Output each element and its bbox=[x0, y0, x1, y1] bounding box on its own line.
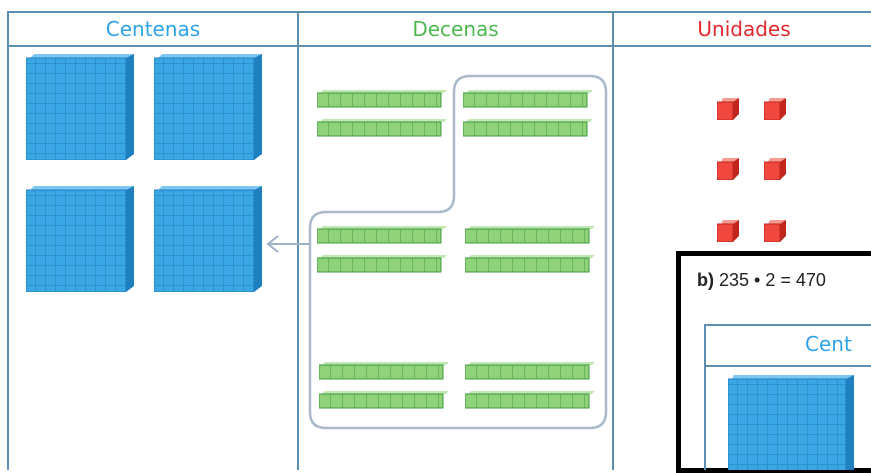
unit-cube bbox=[717, 220, 739, 242]
unit-cube bbox=[764, 220, 786, 242]
hundred-block bbox=[728, 375, 854, 470]
hundred-block bbox=[154, 186, 262, 292]
unit-cube bbox=[717, 98, 739, 120]
ten-rod bbox=[463, 90, 593, 108]
header-unidades: Unidades bbox=[697, 17, 791, 41]
regroup-outline bbox=[308, 74, 608, 430]
unit-cube bbox=[717, 158, 739, 180]
ten-rod bbox=[317, 119, 447, 137]
hundred-block bbox=[154, 54, 262, 160]
ten-rod bbox=[317, 255, 447, 273]
unit-cube bbox=[764, 158, 786, 180]
ten-rod bbox=[317, 90, 447, 108]
problem-letter: b) bbox=[697, 270, 714, 290]
ten-rod bbox=[465, 226, 595, 244]
problem-equation: b) 235 • 2 = 470 bbox=[697, 270, 826, 291]
ten-rod bbox=[465, 362, 595, 380]
ten-rod bbox=[465, 255, 595, 273]
ten-rod bbox=[317, 226, 447, 244]
inner-header-centenas: Cent bbox=[805, 332, 852, 356]
inner-table-outline bbox=[704, 324, 871, 470]
unit-cube bbox=[764, 98, 786, 120]
hundred-block bbox=[26, 186, 134, 292]
ten-rod bbox=[319, 362, 449, 380]
ten-rod bbox=[319, 391, 449, 409]
problem-text: 235 • 2 = 470 bbox=[719, 270, 826, 290]
ten-rod bbox=[465, 391, 595, 409]
hundred-block bbox=[26, 54, 134, 160]
header-decenas: Decenas bbox=[412, 17, 499, 41]
regroup-arrow-icon bbox=[266, 235, 310, 253]
header-centenas: Centenas bbox=[105, 17, 201, 41]
ten-rod bbox=[463, 119, 593, 137]
